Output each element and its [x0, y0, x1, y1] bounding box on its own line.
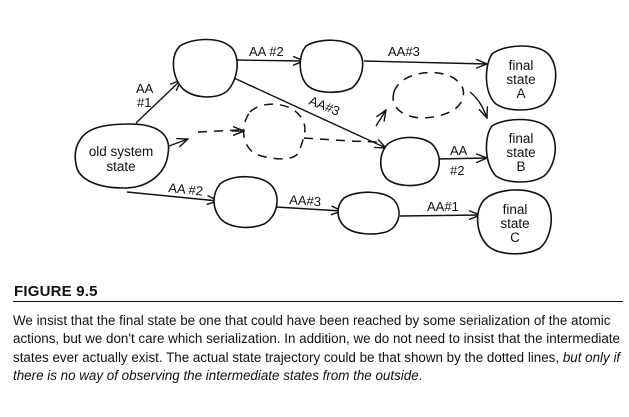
- edge-label-aa2-right-line2: #2: [450, 163, 464, 178]
- edge-label-aa1-top-line1: AA: [136, 81, 154, 96]
- state-mid: [379, 136, 440, 187]
- edge-old-to-top1: [135, 80, 181, 124]
- edge-label-aa3-top: AA#3: [388, 44, 420, 59]
- edge-top1-to-top2: [235, 60, 304, 61]
- old-state-label-line1: old system: [89, 144, 154, 159]
- caption-italic-text: but only if there is no way of observing…: [13, 349, 621, 383]
- old-state-label-line2: state: [106, 159, 135, 174]
- caption-end-text: .: [418, 367, 423, 383]
- dashed-arrow-into-ghost2: [375, 110, 386, 127]
- final-a-label-line3: A: [516, 86, 525, 101]
- caption-plain-text: We insist that the final state be one th…: [13, 313, 620, 365]
- state-final-b: [485, 118, 556, 183]
- state-bot-2: [337, 191, 400, 235]
- state-labels: old system state final state A final sta…: [89, 58, 536, 245]
- state-nodes: [74, 38, 557, 255]
- edge-label-aa2-right-line1: AA: [450, 143, 468, 158]
- edge-label-aa2-bottom: AA #2: [168, 180, 204, 199]
- final-b-label-line2: state: [506, 145, 535, 160]
- figure-caption: We insist that the final state be one th…: [13, 312, 625, 385]
- state-bot-1: [213, 175, 278, 229]
- edge-label-aa2-top: AA #2: [249, 44, 284, 59]
- dashed-arrow-start: [168, 139, 188, 146]
- state-final-c: [476, 189, 552, 255]
- final-c-label-line3: C: [510, 230, 520, 245]
- edge-top2-to-final-a: [363, 61, 487, 64]
- state-trajectory-diagram: old system state final state A final sta…: [74, 38, 557, 255]
- edge-label-aa1-bottom: AA#1: [427, 199, 459, 214]
- final-a-label-line1: final: [509, 58, 534, 73]
- figure-label: FIGURE 9.5: [14, 283, 98, 300]
- edge-mid-to-final-b: [436, 158, 487, 159]
- edge-label-aa1-top-line2: #1: [137, 95, 151, 110]
- solid-edges: [126, 60, 487, 216]
- edge-old-to-bot1: [126, 191, 218, 201]
- final-b-label-line1: final: [509, 131, 534, 146]
- figure-rule-divider: [13, 301, 623, 302]
- dashed-ghost-state-1: [242, 103, 306, 160]
- state-final-a: [485, 45, 557, 111]
- final-b-label-line3: B: [516, 159, 525, 174]
- state-old-system: [74, 123, 170, 189]
- edge-label-aa3-bottom: AA#3: [289, 192, 322, 209]
- final-c-label-line2: state: [500, 216, 529, 231]
- dashed-ghost-state-2: [392, 71, 465, 119]
- final-a-label-line2: state: [506, 72, 535, 87]
- edge-bot2-to-final-c: [399, 215, 480, 216]
- final-c-label-line1: final: [503, 202, 528, 217]
- dashed-trajectory: [168, 71, 487, 160]
- edge-label-aa3-diagonal: AA#3: [307, 93, 342, 119]
- dashed-line-to-mid: [303, 137, 379, 143]
- edge-top1-to-mid: [233, 77, 386, 148]
- state-top-1: [172, 38, 238, 98]
- edge-bot1-to-bot2: [275, 207, 342, 211]
- state-top-2: [299, 39, 364, 94]
- dashed-arrow-into-final-b: [469, 91, 487, 118]
